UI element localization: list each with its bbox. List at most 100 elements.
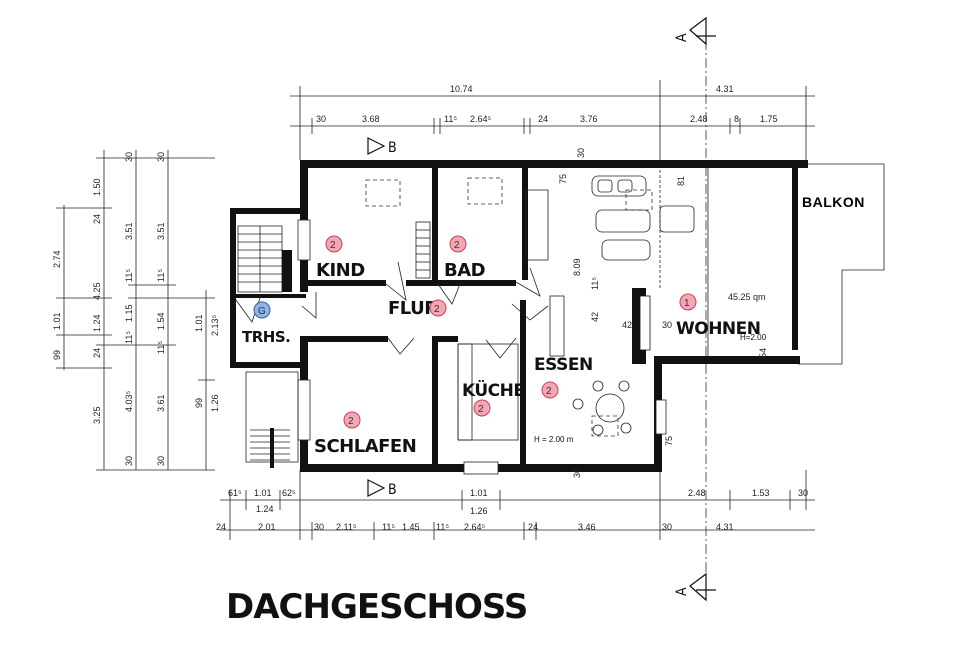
staircase-exterior [245,371,299,468]
room-badge: 2 [546,386,552,397]
room-label-schlafen: SCHLAFEN 2 [314,411,417,457]
dim-bot-5: 2.48 [688,488,706,498]
dimension-chain-left: 2.74 1.01 99 1.50 24 4.25 1.24 24 3.25 3… [52,150,220,471]
room-name: TRHS. [242,328,290,346]
dim-bot-4: 1.01 [470,488,488,498]
dim-bot2-1: 24 [216,522,226,532]
section-b-bottom-label: B [388,482,397,498]
dim-left-c2-4: 1.24 [92,314,102,332]
dim-bot2-2: 2.01 [258,522,276,532]
dim-overall-2: 4.31 [716,84,734,94]
dim-top-2: 3.68 [362,114,380,124]
dim-inner-6: 42 [622,320,632,330]
room-badge: G [258,306,266,317]
room-name: KÜCHE [462,379,525,401]
dim-inner-3: 8.09 [572,258,582,276]
dim-left-c4-2: 3.51 [156,222,166,240]
dim-left-outer-2: 1.01 [52,312,62,330]
room-badge: 2 [330,240,336,251]
plan-title: DACHGESCHOSS [226,587,527,627]
dim-bot2-4: 2.11⁵ [336,522,357,532]
staircase-trhs [237,225,292,293]
section-line-a: A A [674,16,716,602]
room-badge: 2 [348,416,354,427]
exterior-walls [230,160,808,472]
dim-inner-5: 42 [590,312,600,322]
dim-inner-8: 54 [758,348,768,358]
height-note-essen: H = 2.00 m [534,435,574,444]
dim-left-c4-1: 30 [156,152,166,162]
dim-top-6: 3.76 [580,114,598,124]
door-swings [235,261,549,359]
room-label-kueche: KÜCHE 2 [462,379,525,417]
dim-bot2-9: 24 [528,522,538,532]
dim-left-c3-1: 30 [124,152,134,162]
balcony-label: BALKON [802,194,865,210]
area-label: 45.25 qm [728,292,766,302]
dim-left-c3-5: 11⁵ [124,331,134,344]
section-a-top-label: A [674,33,690,42]
inner-dimensions: 75 81 8.09 11⁵ 42 42 30 54 75 30 30 [558,148,768,478]
room-badge: 2 [454,240,460,251]
dim-inner-11: 30 [572,468,582,478]
room-name: ESSEN [534,355,593,375]
dim-top-9: 1.75 [760,114,778,124]
dim-bot-b2: 1.26 [470,506,488,516]
dim-top-3: 11⁵ [444,114,457,124]
dim-left-c2-1: 1.50 [92,178,102,196]
dim-bot2-6: 1.45 [402,522,420,532]
room-name: SCHLAFEN [314,436,416,457]
dim-left-outer-1: 2.74 [52,250,62,268]
dim-bot-3: 62⁵ [282,488,296,498]
dim-inner-7: 30 [662,320,672,330]
dim-overall-1: 10.74 [450,84,473,94]
dim-bot2-5: 11⁵ [382,522,395,532]
balcony-outline [707,163,885,365]
room-label-bad: BAD 2 [444,235,486,281]
dim-left-c5-1: 1.01 [194,314,204,332]
kitchen-counter [457,343,519,441]
dim-left-c2-3: 4.25 [92,282,102,300]
dim-top-5: 24 [538,114,548,124]
dim-bot-2: 1.01 [254,488,272,498]
room-badge: 1 [684,298,690,309]
dim-bot-7: 30 [798,488,808,498]
dim-bot-b1: 1.24 [256,504,274,514]
windows [297,219,667,475]
room-label-trhs: TRHS. G [242,301,291,346]
dim-top-7: 2.48 [690,114,708,124]
room-label-flur: FLUR 2 [388,298,447,319]
room-label-wohnen: WOHNEN 1 45.25 qm [676,292,766,339]
dim-left-c3-4: 1.15 [124,304,134,322]
dim-left-c3-6: 4.03⁵ [124,390,134,412]
dim-left-c4-3: 11⁵ [156,269,166,282]
dim-left-c4-6: 3.61 [156,394,166,412]
dim-bot2-3: 30 [314,522,324,532]
dim-bot2-7: 11⁵ [436,522,449,532]
dim-bot-1: 61⁵ [228,488,242,498]
dim-bot2-8: 2.64⁵ [464,522,486,532]
dim-left-c5-2: 2.13⁵ [210,314,220,336]
dim-top-4: 2.64⁵ [470,114,492,124]
dim-top-1: 30 [316,114,326,124]
height-note-wohnen: H=2.00 [740,333,767,342]
dimension-chain-bottom: 61⁵ 1.01 62⁵ 1.01 2.48 1.53 30 1.24 1.26… [216,470,815,540]
dim-bot2-11: 30 [662,522,672,532]
room-name: BAD [444,260,485,281]
dim-left-c2-6: 3.25 [92,406,102,424]
dim-left-c3-3: 11⁵ [124,269,134,282]
dim-left-c3-2: 3.51 [124,222,134,240]
dimension-chain-top: 10.74 4.31 30 3.68 11⁵ 2.64⁵ 24 3.76 2.4… [290,80,815,160]
section-b-top-label: B [388,140,397,156]
dim-left-c5-3: 99 [194,398,204,408]
dim-left-outer-3: 99 [52,350,62,360]
dim-inner-1: 75 [558,174,568,184]
furniture [525,170,695,436]
dim-left-c3-7: 30 [124,456,134,466]
dim-left-c4-7: 30 [156,456,166,466]
section-a-bottom-label: A [674,587,690,596]
dim-inner-2: 81 [676,176,686,186]
dim-left-c2-5: 24 [92,348,102,358]
room-badge: 2 [434,304,440,315]
